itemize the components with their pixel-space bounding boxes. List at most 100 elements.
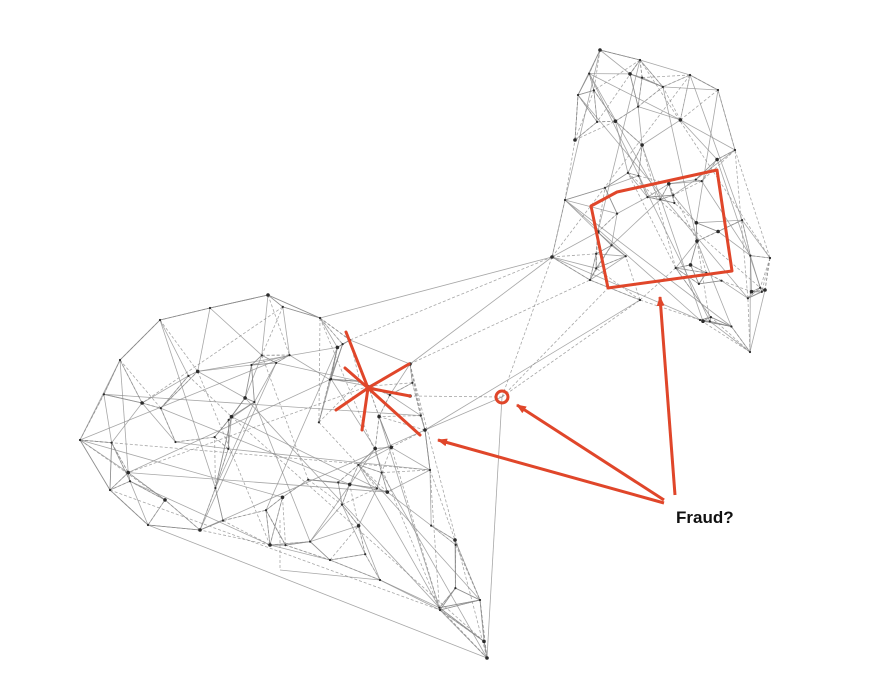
graph-edge [501,299,641,398]
graph-node [698,318,702,322]
graph-edge [197,371,246,399]
graph-edge [265,510,271,546]
graph-edge [379,579,441,611]
graph-edge [119,359,143,404]
graph-edge [197,307,211,372]
graph-node [573,138,577,142]
graph-node [275,361,278,364]
graph-edge [79,439,283,498]
graph-edge [731,326,751,353]
graph-node [373,446,378,451]
graph-edge [188,371,198,377]
graph-node [377,414,381,419]
graph-edge [589,245,612,281]
graph-edge [103,394,112,443]
graph-edge [675,267,707,274]
graph-node [598,48,602,52]
graph-edge [616,196,648,214]
graph-node [550,255,554,259]
fraud-callout-label: Fraud? [676,508,734,527]
graph-node [596,120,599,123]
graph-edge [160,371,198,409]
graph-node [260,354,263,357]
graph-node [423,428,427,432]
graph-edge [709,320,751,353]
arrow-to-cluster-edge-node [437,438,665,505]
graph-edge [285,544,331,561]
graph-edge [747,298,751,353]
graph-edge [175,436,215,443]
graph-node [576,93,580,97]
graph-node [624,255,627,258]
graph-node [708,320,711,323]
graph-node [389,445,394,450]
graph-node [318,316,322,320]
graph-edge [307,479,343,505]
graph-node [626,171,630,174]
graph-edge [128,385,369,473]
graph-edge [389,363,411,396]
graph-edge [759,257,771,288]
graph-edge [147,499,166,526]
graph-node [700,180,703,183]
graph-node [610,244,613,247]
graph-edge [479,599,485,642]
graph-node [281,305,284,308]
graph-edge [119,359,162,409]
graph-edge [409,363,422,416]
graph-node [195,369,200,374]
graph-edge [164,499,201,531]
graph-node [356,524,361,528]
graph-edge [390,447,441,611]
graph-edge [597,231,626,257]
graph-edge [695,89,719,223]
graph-edge [439,609,488,659]
graph-edge [596,59,641,123]
graph-node [637,105,640,108]
graph-node [588,278,592,282]
graph-node [673,201,676,205]
graph-node [749,254,752,257]
graph-edge [597,213,618,233]
graph-edge [159,319,216,489]
graph-node [340,503,344,506]
graph-edge [551,74,691,258]
graph-edge [741,220,751,256]
graph-edge [129,480,271,546]
graph-edge [119,359,129,473]
graph-edge [387,491,432,526]
graph-edge [639,59,643,78]
graph-edge [564,199,732,327]
graph-edge [430,525,456,546]
graph-edge [349,484,377,489]
graph-edge [501,256,553,398]
graph-node [378,578,382,582]
graph-edge [673,180,702,196]
graph-edge [690,240,698,266]
graph-edge [349,339,411,365]
graph-edge [261,306,284,356]
graph-node [438,606,441,609]
graph-edge [599,49,641,61]
graph-edge [329,525,359,561]
graph-edge [641,119,681,146]
graph-edge [387,469,431,493]
graph-edge [593,59,641,91]
graph-edge [551,256,597,269]
graph-edge [378,416,426,431]
graph-node [158,318,162,322]
graph-node [485,656,489,660]
graph-edge [269,544,331,561]
graph-edge [329,553,366,561]
graph-edge [119,319,161,361]
graph-edge [710,316,751,353]
graph-node [701,319,705,324]
graph-edge [374,448,382,473]
graph-node [595,267,598,270]
graph-edge [188,375,232,417]
graph-edge [261,355,309,480]
graph-node [126,470,130,475]
graph-edge [639,267,676,301]
graph-edge [199,362,277,531]
